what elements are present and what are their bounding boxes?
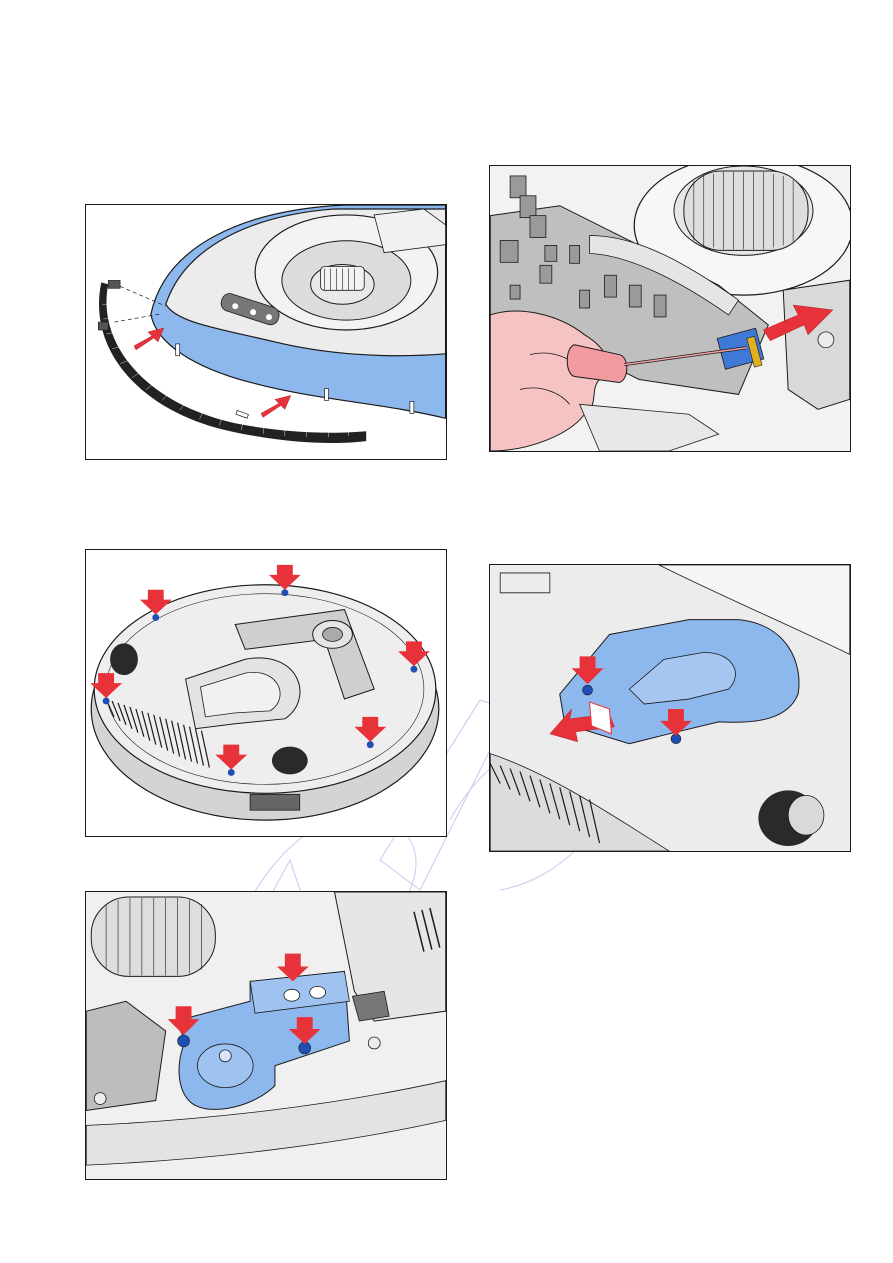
connector-illustration — [490, 166, 850, 451]
figure-motor-module — [85, 891, 447, 1180]
figure-bottom-screws — [85, 549, 447, 837]
motor-illustration — [86, 892, 446, 1179]
figure-cover-slide — [489, 564, 851, 852]
bumper-illustration — [86, 205, 446, 459]
cover-illustration — [490, 565, 850, 851]
figure-connector-release — [489, 165, 851, 452]
figure-bumper-strip — [85, 204, 447, 460]
arrow-marker-1 — [134, 328, 164, 350]
arrow-marker-2 — [261, 396, 291, 418]
bottom-view-illustration — [86, 550, 446, 836]
